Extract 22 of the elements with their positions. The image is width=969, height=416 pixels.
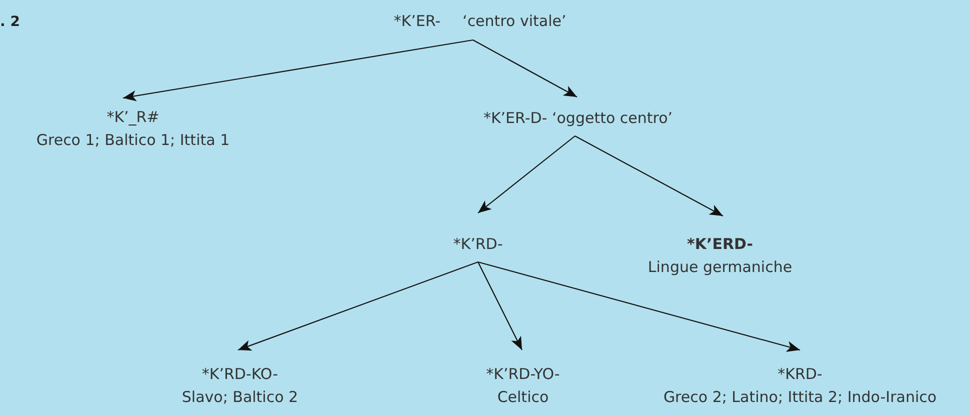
term-label: *K’ER- — [394, 11, 441, 32]
gloss-label: Lingue germaniche — [648, 257, 792, 278]
gloss-label: Greco 2; Latino; Ittita 2; Indo-Iranico — [663, 387, 937, 408]
term-label: *K’ER-D- ‘oggetto centro’ — [483, 108, 673, 129]
term-label: *K’_R# — [106, 107, 160, 128]
figure-number: . 2 — [0, 14, 20, 30]
arrow — [238, 261, 478, 351]
gloss-label: Slavo; Baltico 2 — [182, 387, 298, 408]
arrow — [472, 40, 578, 98]
arrow — [478, 136, 576, 214]
term-label: *K’RD-YO- — [486, 364, 560, 385]
arrow — [478, 261, 800, 352]
term-label: *KRD- — [778, 364, 822, 385]
gloss-label: Greco 1; Baltico 1; Ittita 1 — [36, 130, 230, 151]
term-label: *K’RD-KO- — [202, 364, 278, 385]
term-label: *K’RD- — [453, 234, 503, 255]
arrow — [122, 39, 474, 102]
arrow — [574, 136, 724, 216]
gloss-label: Celtico — [497, 387, 549, 408]
arrow — [478, 262, 522, 350]
term-label: *K’ERD- — [687, 234, 753, 255]
gloss-label: ‘centro vitale’ — [462, 11, 566, 32]
